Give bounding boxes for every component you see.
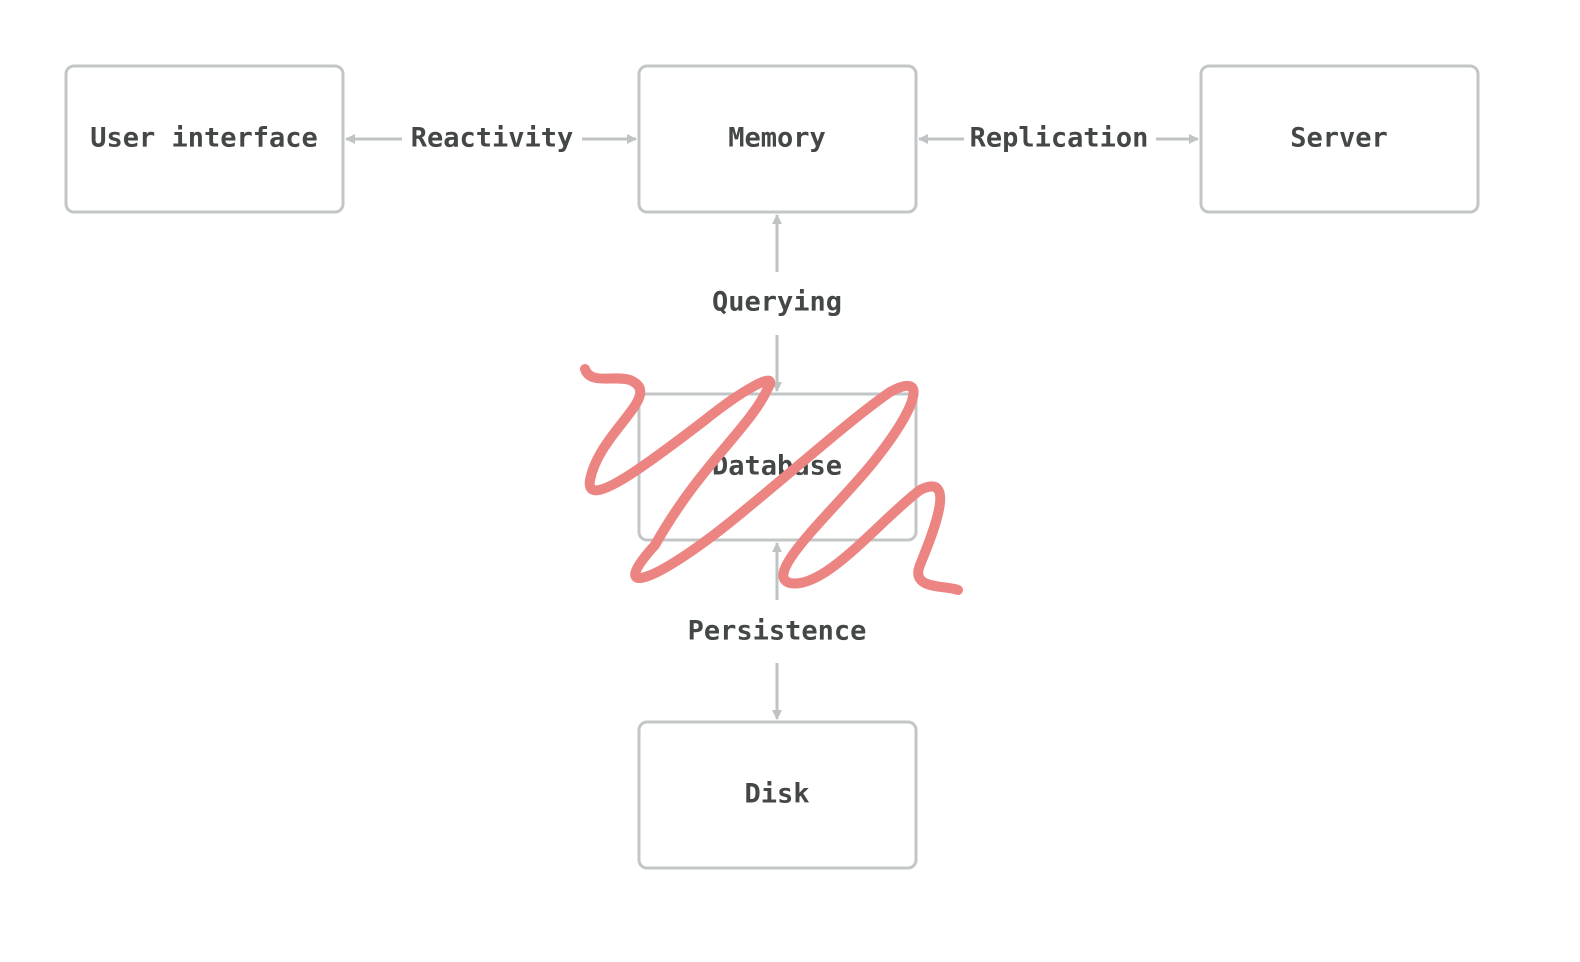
edge-label: Querying <box>712 287 842 318</box>
node-label: Server <box>1290 123 1388 154</box>
node-box <box>637 720 918 870</box>
node-box <box>64 64 345 214</box>
node-label: Memory <box>728 123 826 154</box>
red-scribble-icon <box>580 364 963 595</box>
node-server: Server <box>1199 64 1480 214</box>
node-disk: Disk <box>637 720 918 870</box>
edge-label: Persistence <box>688 616 867 647</box>
edge-persistence: Persistence <box>688 542 867 720</box>
node-user-interface: User interface <box>64 64 345 214</box>
edge-label: Reactivity <box>411 123 574 154</box>
node-box <box>637 64 918 214</box>
edge-replication: Replication <box>918 123 1199 154</box>
node-memory: Memory <box>637 64 918 214</box>
edge-querying: Querying <box>712 214 842 392</box>
node-label: User interface <box>90 123 318 154</box>
node-box <box>1199 64 1480 214</box>
edge-reactivity: Reactivity <box>345 123 637 154</box>
edge-label: Replication <box>970 123 1149 154</box>
node-label: Disk <box>744 779 809 810</box>
node-label: Database <box>712 451 842 482</box>
